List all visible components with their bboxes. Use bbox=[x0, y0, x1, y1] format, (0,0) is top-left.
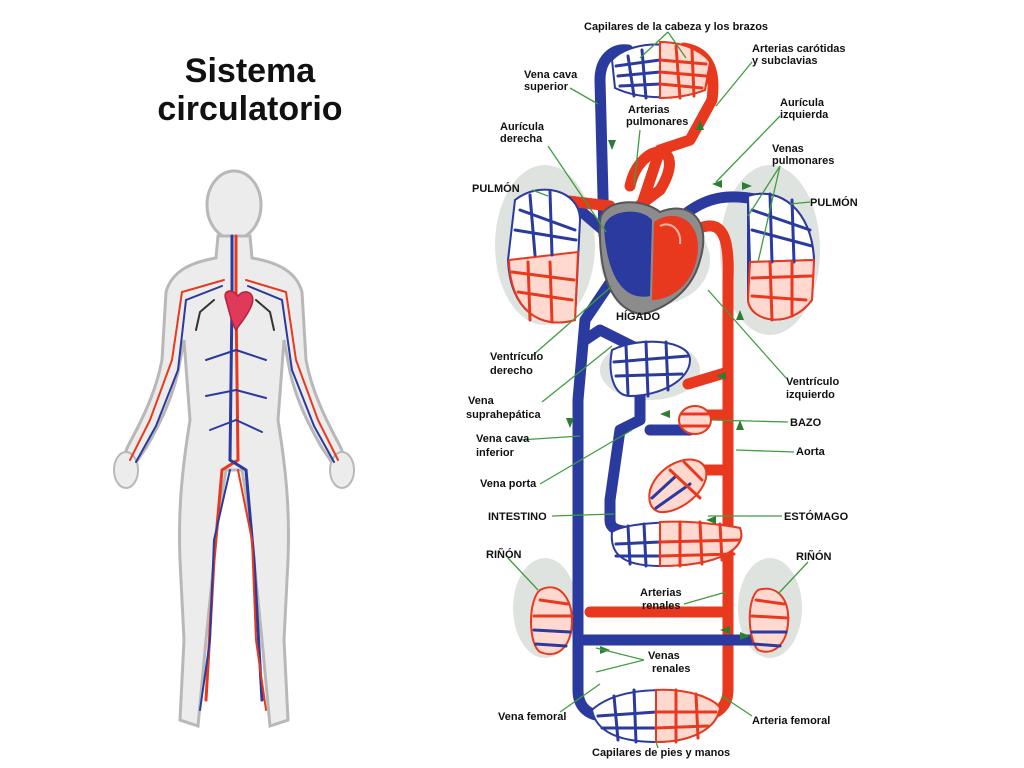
label-auricula-der-1: Aurícula bbox=[500, 121, 545, 133]
label-auricula-der-2: derecha bbox=[500, 133, 543, 145]
capillary-lung-left bbox=[506, 188, 582, 324]
label-arterias-carotidas-1: Arterias carótidas bbox=[752, 43, 846, 55]
heart bbox=[598, 201, 705, 316]
labels: Capilares de la cabeza y los brazos Arte… bbox=[466, 21, 858, 759]
label-auricula-izq-2: izquierda bbox=[780, 109, 829, 121]
label-arterias-carotidas-2: y subclavias bbox=[752, 55, 817, 67]
leader-lines bbox=[507, 31, 811, 749]
body-heart bbox=[224, 290, 254, 332]
capillary-head bbox=[610, 40, 712, 100]
hepatic-vein bbox=[579, 324, 646, 356]
title-line-2: circulatorio bbox=[157, 90, 343, 128]
left-hand bbox=[113, 451, 139, 489]
capillary-intestine bbox=[610, 520, 743, 568]
capillary-kidney-left bbox=[530, 586, 574, 655]
label-vena-porta: Vena porta bbox=[480, 478, 537, 490]
label-estomago: ESTÓMAGO bbox=[784, 510, 849, 523]
vena-cava-superior bbox=[594, 44, 634, 241]
label-ventriculo-der-2: derecho bbox=[490, 365, 533, 377]
label-aorta: Aorta bbox=[796, 446, 826, 458]
label-higado: HÍGADO bbox=[616, 310, 660, 323]
label-venas-renales-2: renales bbox=[652, 663, 691, 675]
label-capilares-cabeza: Capilares de la cabeza y los brazos bbox=[584, 21, 768, 33]
portal-vein bbox=[604, 374, 646, 538]
capillary-lung-right bbox=[746, 192, 816, 322]
capillary-kidney-right bbox=[748, 587, 790, 653]
label-pulmon-der: PULMÓN bbox=[810, 196, 858, 209]
label-venas-renales-1: Venas bbox=[648, 650, 680, 662]
capillary-stomach bbox=[648, 458, 708, 514]
label-vena-suprahepatica-1: Vena bbox=[468, 395, 495, 407]
label-arterias-pulmonares-1: Arterias bbox=[628, 104, 670, 116]
body-head bbox=[205, 169, 263, 241]
label-arterias-renales-2: renales bbox=[642, 600, 681, 612]
label-bazo: BAZO bbox=[790, 417, 822, 429]
human-body-figure bbox=[113, 169, 355, 729]
flow-arrows bbox=[566, 120, 752, 654]
label-vena-cava-inf-2: inferior bbox=[476, 447, 515, 459]
label-auricula-izq-1: Aurícula bbox=[780, 97, 825, 109]
label-rinon-izq: RIÑÓN bbox=[486, 548, 522, 561]
label-venas-pulmonares-1: Venas bbox=[772, 143, 804, 155]
label-vena-cava-sup-1: Vena cava bbox=[524, 69, 578, 81]
body-vessels bbox=[129, 234, 339, 711]
label-arterias-renales-1: Arterias bbox=[640, 587, 682, 599]
label-arteria-femoral: Arteria femoral bbox=[752, 715, 830, 727]
label-arterias-pulmonares-2: pulmonares bbox=[626, 116, 688, 128]
label-vena-suprahepatica-2: suprahepática bbox=[466, 409, 541, 421]
label-pulmon-izq: PULMÓN bbox=[472, 182, 520, 195]
label-ventriculo-izq-1: Ventrículo bbox=[786, 376, 839, 388]
label-capilares-pies: Capilares de pies y manos bbox=[592, 747, 730, 759]
label-rinon-der: RIÑÓN bbox=[796, 550, 832, 563]
capillary-liver bbox=[609, 340, 692, 398]
capillary-spleen bbox=[678, 405, 712, 435]
label-vena-cava-inf-1: Vena cava bbox=[476, 433, 530, 445]
label-ventriculo-izq-2: izquierdo bbox=[786, 389, 835, 401]
circulation-schema: Capilares de la cabeza y los brazos Arte… bbox=[466, 21, 858, 759]
right-hand bbox=[329, 451, 355, 489]
label-ventriculo-der-1: Ventrículo bbox=[490, 351, 543, 363]
label-venas-pulmonares-2: pulmonares bbox=[772, 155, 834, 167]
label-intestino: INTESTINO bbox=[488, 511, 547, 523]
label-vena-cava-sup-2: superior bbox=[524, 81, 569, 93]
label-vena-femoral: Vena femoral bbox=[498, 711, 566, 723]
page-title: Sistema circulatorio bbox=[120, 52, 380, 128]
body-torso bbox=[116, 234, 352, 729]
title-line-1: Sistema bbox=[184, 52, 316, 90]
capillary-feet bbox=[590, 688, 722, 744]
